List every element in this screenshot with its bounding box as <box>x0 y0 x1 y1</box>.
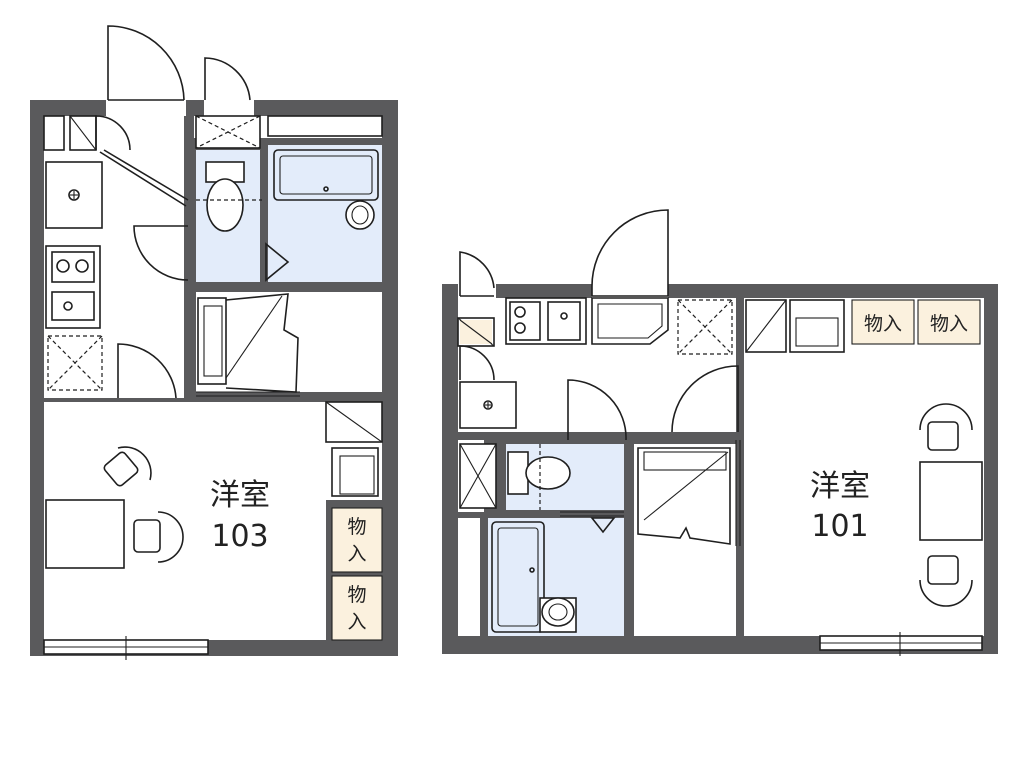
bathtub-101 <box>491 521 545 633</box>
unit-101: 物入 物入 洋室 101 <box>442 209 998 656</box>
chair-101-a <box>919 403 973 451</box>
kitchen-door-103 <box>133 225 189 281</box>
storage-label-103-a-line1: 物 <box>347 516 366 538</box>
storage-label-101-a: 物入 <box>864 313 902 335</box>
chair-103-b <box>133 511 184 563</box>
washer-space-103 <box>47 335 103 391</box>
svg-text:入: 入 <box>347 611 366 633</box>
vanity-101 <box>637 447 731 545</box>
storage-label-101-b: 物入 <box>930 313 968 335</box>
entrance-door-101 <box>591 209 669 296</box>
room-type-103: 洋室 <box>210 478 270 513</box>
desk-101 <box>919 461 983 541</box>
unit-number-101: 101 <box>811 509 868 544</box>
chair-101-b <box>919 555 973 607</box>
door-103-small <box>204 57 251 101</box>
unit-number-103: 103 <box>211 519 268 554</box>
room-type-101: 洋室 <box>810 469 870 504</box>
bath-door-101 <box>567 379 627 441</box>
vanity-103 <box>225 293 299 393</box>
unit-103: 物 入 物 入 洋室 103 <box>30 25 398 660</box>
svg-text:物: 物 <box>347 584 366 606</box>
entrance-door-103 <box>107 25 185 101</box>
washer-space-101 <box>677 299 733 355</box>
storage-label-103-a-line2: 入 <box>347 543 366 565</box>
washroom-101 <box>634 444 736 636</box>
room-door-103 <box>117 343 177 399</box>
room-door-101 <box>671 365 739 433</box>
washroom-103 <box>196 292 382 392</box>
toilet-101 <box>507 451 529 495</box>
desk-103 <box>45 499 125 569</box>
chair-103-a <box>103 446 152 487</box>
bathtub-103 <box>273 149 379 201</box>
